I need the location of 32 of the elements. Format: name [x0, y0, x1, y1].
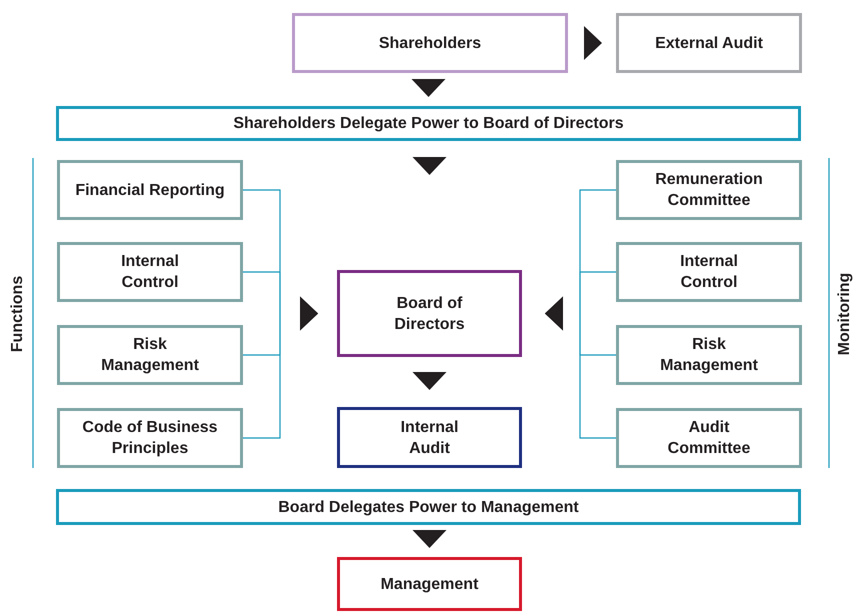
- banner-box: [56, 489, 801, 525]
- node-label: Audit Committee: [666, 418, 752, 459]
- node-label: Code of Business Principles: [81, 418, 219, 459]
- process-box: [616, 160, 802, 220]
- process-box: [57, 408, 243, 468]
- process-box: [337, 270, 522, 357]
- process-box: [616, 408, 802, 468]
- process-box: [57, 160, 243, 220]
- node-label: Risk Management: [659, 335, 759, 376]
- node-label: Board of Directors: [393, 294, 466, 334]
- node-label: External Audit: [655, 34, 763, 54]
- node-label: Board Delegates Power to Management: [278, 498, 579, 518]
- process-box: [292, 13, 568, 73]
- side-label: Monitoring: [836, 272, 854, 356]
- process-box: [337, 407, 522, 468]
- banner-box: [56, 106, 801, 141]
- node-label: Shareholders Delegate Power to Board of Directors: [233, 114, 624, 134]
- node-label: Management: [380, 574, 478, 594]
- process-box: [337, 557, 522, 611]
- node-label: Internal Control: [679, 252, 739, 293]
- side-label: Functions: [9, 276, 27, 352]
- node-label: Remuneration Committee: [654, 170, 764, 211]
- process-box: [616, 325, 802, 385]
- node-label: Risk Management: [100, 335, 200, 376]
- process-box: [57, 242, 243, 302]
- node-label: Internal Control: [120, 252, 180, 293]
- node-label: Financial Reporting: [75, 180, 225, 200]
- node-label: Internal Audit: [400, 418, 460, 458]
- process-box: [57, 325, 243, 385]
- node-label: Shareholders: [378, 34, 482, 54]
- process-box: [616, 242, 802, 302]
- process-box: [616, 13, 802, 73]
